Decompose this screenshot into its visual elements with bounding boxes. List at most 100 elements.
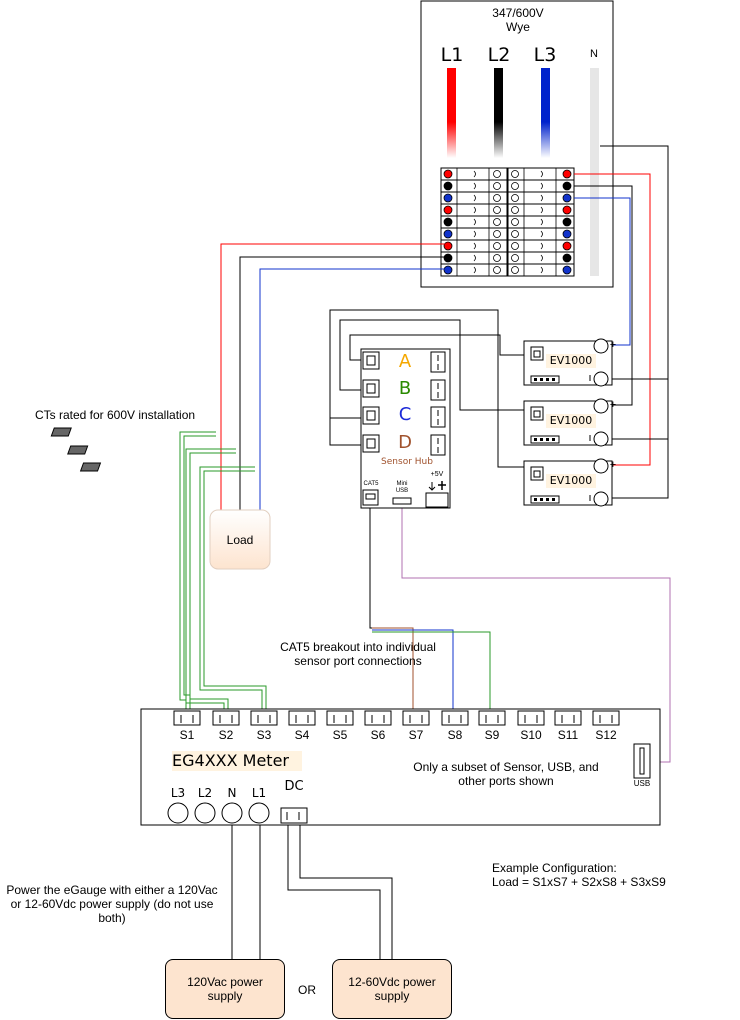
meter-voltage-terminal [221,802,243,824]
ct3-lead-b [203,470,267,712]
breaker-row [440,239,508,253]
hub-rj-port [362,434,380,453]
phase-label-l1: L1 [440,44,464,66]
hub-cat5-label: CAT5 [363,481,379,487]
meter-sensor-port-label: S4 [294,728,310,742]
meter-sensor-port [173,710,201,726]
meter-sensor-port [402,710,430,726]
neutral-busbar [590,68,599,276]
example-config-formula: Load = S1xS7 + S2xS8 + S3xS9 [492,875,666,889]
meter-sensor-port-label: S9 [484,728,500,742]
breaker-row [440,263,508,277]
ct2-lead-a [185,448,236,712]
hub-output-terminal [430,406,446,428]
ct1-lead-b [183,435,216,712]
meter-sensor-port-label: S1 [179,728,195,742]
phase-label-l2: L2 [487,44,511,66]
meter-sensor-port [592,710,620,726]
phase-label-n: N [590,48,598,60]
meter-sensor-port-label: S5 [332,728,348,742]
meter-sensor-port-label: S11 [557,728,579,742]
breaker-row [507,215,575,229]
example-config-title: Example Configuration: [492,861,617,875]
meter-sensor-port [441,710,469,726]
panel-title-voltage: 347/600V [492,6,544,20]
l2-busbar [494,68,503,158]
dc-lead-pos [299,818,393,960]
ev-wire-red [574,173,651,466]
breaker-row [507,227,575,241]
meter-sensor-port-label: S3 [256,728,272,742]
hub-output-terminal [430,351,446,373]
breaker-row [440,203,508,217]
breaker-block [440,167,575,277]
meter-sensor-port [250,710,278,726]
ct1-lead-a [179,431,216,712]
ev1000-plus: + [609,459,617,471]
meter-sensor-port [326,710,354,726]
meter-voltage-terminal [248,802,270,824]
meter-sensor-port-label: S2 [218,728,234,742]
meter-sensor-port [364,710,392,726]
breaker-row [440,191,508,205]
hub-to-ev-d [329,320,370,446]
breaker-row [507,203,575,217]
meter-sensor-port-label: S12 [595,728,617,742]
breaker-row [440,251,508,265]
breaker-row [507,179,575,193]
hub-cat5-port [362,489,379,506]
usb-label: USB [633,779,651,788]
meter-sensor-port-label: S8 [447,728,463,742]
meter-sensor-port [517,710,545,726]
hub-output-terminal [430,434,446,456]
meter-voltage-label: L3 [170,786,186,800]
power-note: Power the eGauge with either a 120Vac or… [6,883,218,925]
hub-mini-usb-label: Mini USB [395,481,409,494]
load-label: Load [226,533,254,547]
hub-port-d-label: D [398,432,412,453]
meter-voltage-label: L1 [251,786,267,800]
phase-label-l3: L3 [533,44,557,66]
dc-terminal [280,807,308,824]
subset-note: Only a subset of Sensor, USB, and other … [413,760,599,788]
meter-sensor-port-label: S7 [408,728,424,742]
l1-busbar [447,68,456,158]
sensor-hub-title: Sensor Hub [381,457,433,467]
hub-to-ev-a [349,334,534,361]
ct2-lead-b [189,452,236,712]
breaker-row [507,263,575,277]
ev-wire-black-1 [574,185,633,406]
dc-power-supply: 12-60Vdc power supply [332,959,452,1019]
breaker-row [440,179,508,193]
dc-power-supply-label: 12-60Vdc power supply [348,975,436,1003]
breaker-row [507,167,575,181]
cts-note: CTs rated for 600V installation [34,408,196,422]
meter-voltage-label: L2 [197,786,213,800]
panel-title-config: Wye [506,20,530,34]
ev-wire-neutral [600,145,669,499]
breaker-row [507,251,575,265]
ev1000-label: EV1000 [546,414,596,428]
hub-rj-port [362,351,380,370]
usb-port-icon [633,743,651,779]
usb-cable [401,505,671,763]
meter-sensor-port [212,710,240,726]
ev1000-plus: + [609,399,617,411]
ev1000-label: EV1000 [546,354,596,368]
meter-sensor-port [554,710,582,726]
cat5-s7 [372,627,414,712]
wire-load-black [239,256,446,510]
dc-lead-neg [287,818,381,960]
ac-power-supply-label: 120Vac power supply [187,975,263,1003]
l3-busbar [541,68,550,158]
meter-sensor-port-label: S6 [370,728,386,742]
hub-port-a-label: A [398,351,412,372]
cat5-s9 [372,631,491,712]
breaker-row [507,191,575,205]
ev1000-label: EV1000 [546,474,596,488]
ct-sensor [67,445,89,455]
meter-name: EG4XXX Meter [172,751,302,771]
hub-port-c-label: C [398,404,412,425]
hub-to-ev-b [339,319,534,411]
